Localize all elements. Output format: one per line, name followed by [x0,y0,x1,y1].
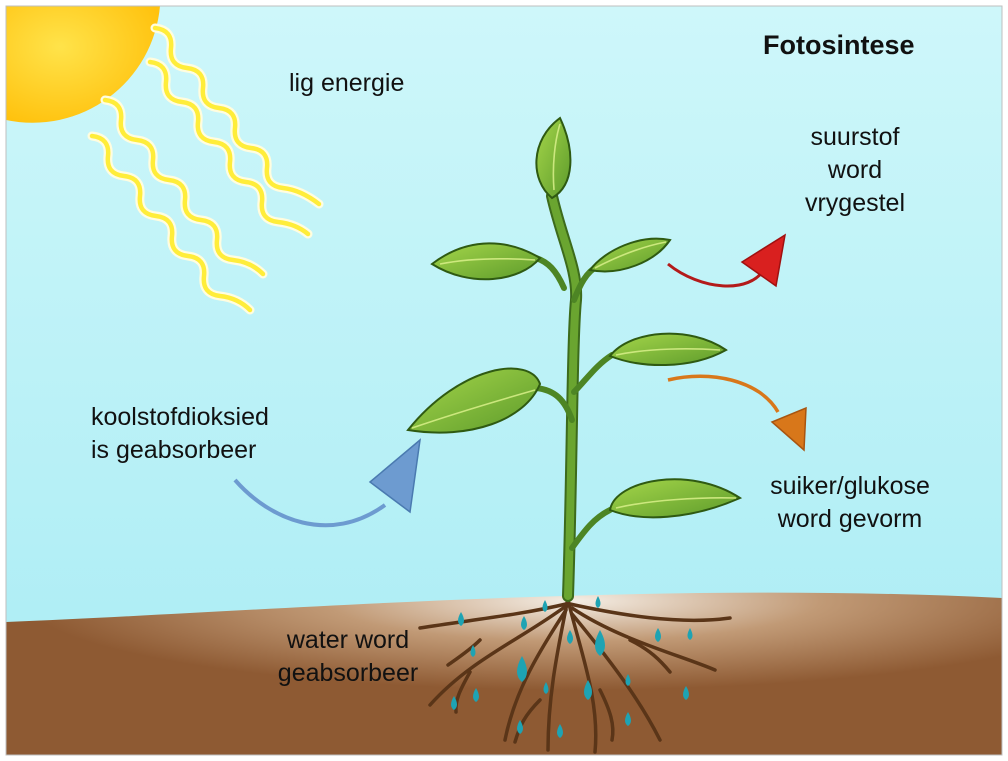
arrow-sugar [667,374,807,452]
label-sugar: suiker/glukose word gevorm [749,470,951,536]
leaf-upper-left [430,242,542,281]
label-co2-line-2: is geabsorbeer [91,436,257,464]
diagram-title: Fotosintese [763,30,915,60]
soil [6,592,1002,755]
light-rays [87,23,324,315]
water-drops [451,596,693,738]
label-sugar-line-1: suiker/glukose [770,472,930,500]
sun [6,6,160,123]
label-water-line-1: water word [286,626,410,654]
label-co2-line-1: koolstofdioksied [91,403,269,431]
label-oxygen-line-2: word [827,156,883,184]
stem [533,190,615,602]
leaf-big-left [406,367,542,434]
label-water: water word geabsorbeer [262,624,434,690]
diagram-frame [5,5,1003,756]
arrow-co2 [233,438,422,528]
arrow-oxygen [667,233,787,288]
label-light-energy: lig energie [289,69,405,97]
label-oxygen: suurstof word vrygestel [762,121,948,220]
label-sugar-line-2: word gevorm [777,505,923,533]
label-co2: koolstofdioksied is geabsorbeer [91,401,269,467]
roots [418,596,732,754]
label-oxygen-line-3: vrygestel [804,189,906,217]
leaf-veins [411,123,737,509]
leaf-low-right [608,478,743,519]
leaf-upper-right [588,237,672,273]
label-oxygen-line-1: suurstof [810,123,900,151]
label-water-line-2: geabsorbeer [277,659,419,687]
